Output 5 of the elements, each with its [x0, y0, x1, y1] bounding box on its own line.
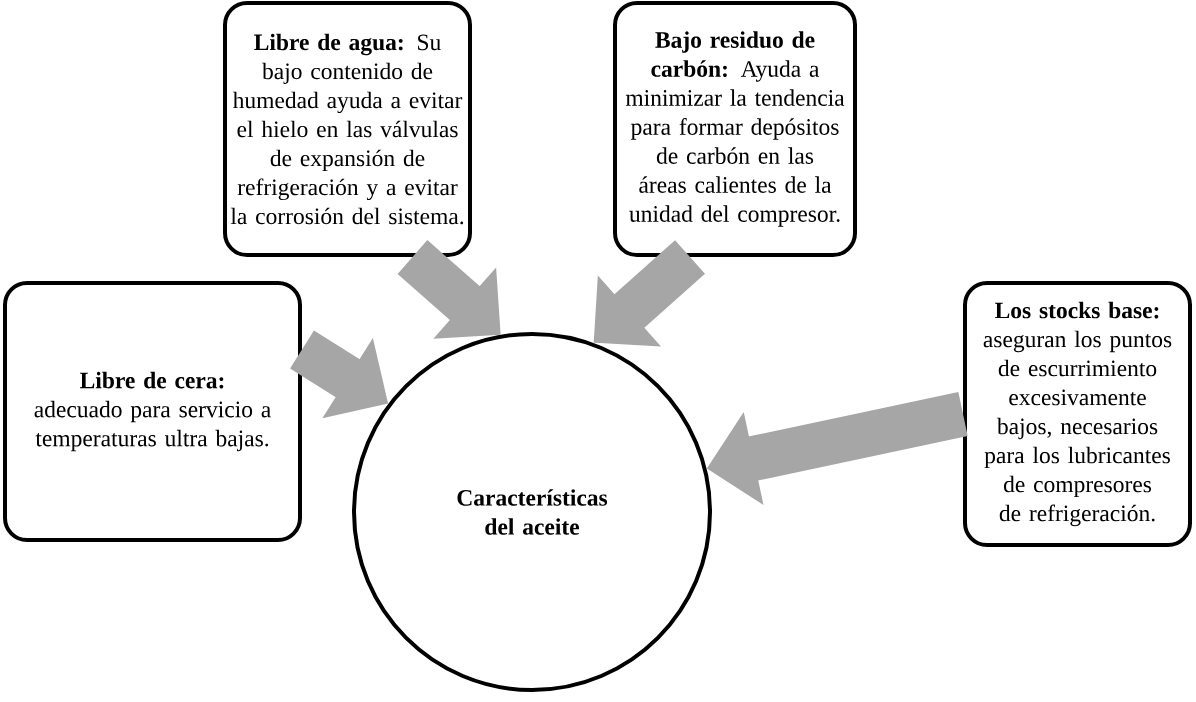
text-box: Libre de agua: Su bajo contenido de humedad ayuda a evitar el hielo en las válvulas de expansión de refrigeración y a evitar la corrosión del sistema.: [223, 1, 472, 257]
text-box: Los stocks base: aseguran los puntos de escurrimiento excesivamente bajos, necesarios para los lubricantes de compresores de refrigeración.: [963, 281, 1192, 547]
circle-node: Características del aceite: [352, 332, 712, 692]
text-box: Libre de cera: adecuado para servicio a temperaturas ultra bajas.: [3, 281, 302, 542]
text-box: Bajo residuo de carbón: Ayuda a minimizar la tendencia para formar depósitos de carbón en las áreas calientes de la unidad del compresor.: [613, 1, 857, 257]
